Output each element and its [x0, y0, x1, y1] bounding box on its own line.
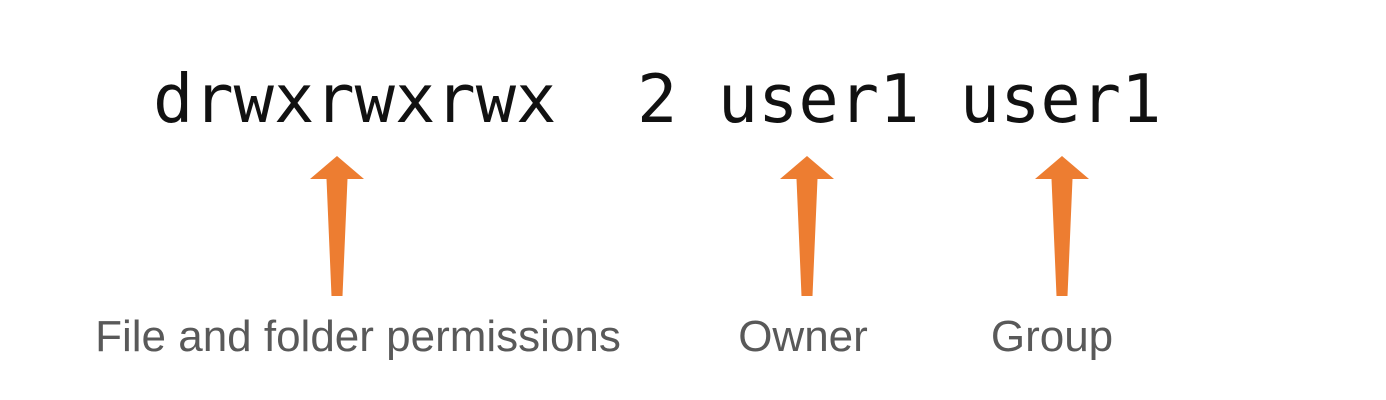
up-arrow-icon — [1035, 156, 1089, 296]
owner-label: Owner — [738, 312, 868, 361]
up-arrow-icon — [780, 156, 834, 296]
permissions-label: File and folder permissions — [95, 312, 621, 361]
directory-listing-text: drwxrwxrwx 2 user1 user1 — [153, 60, 1162, 138]
up-arrow-shape — [780, 156, 834, 296]
up-arrow-icon — [310, 156, 364, 296]
up-arrow-shape — [1035, 156, 1089, 296]
group-label: Group — [990, 312, 1114, 361]
up-arrow-shape — [310, 156, 364, 296]
